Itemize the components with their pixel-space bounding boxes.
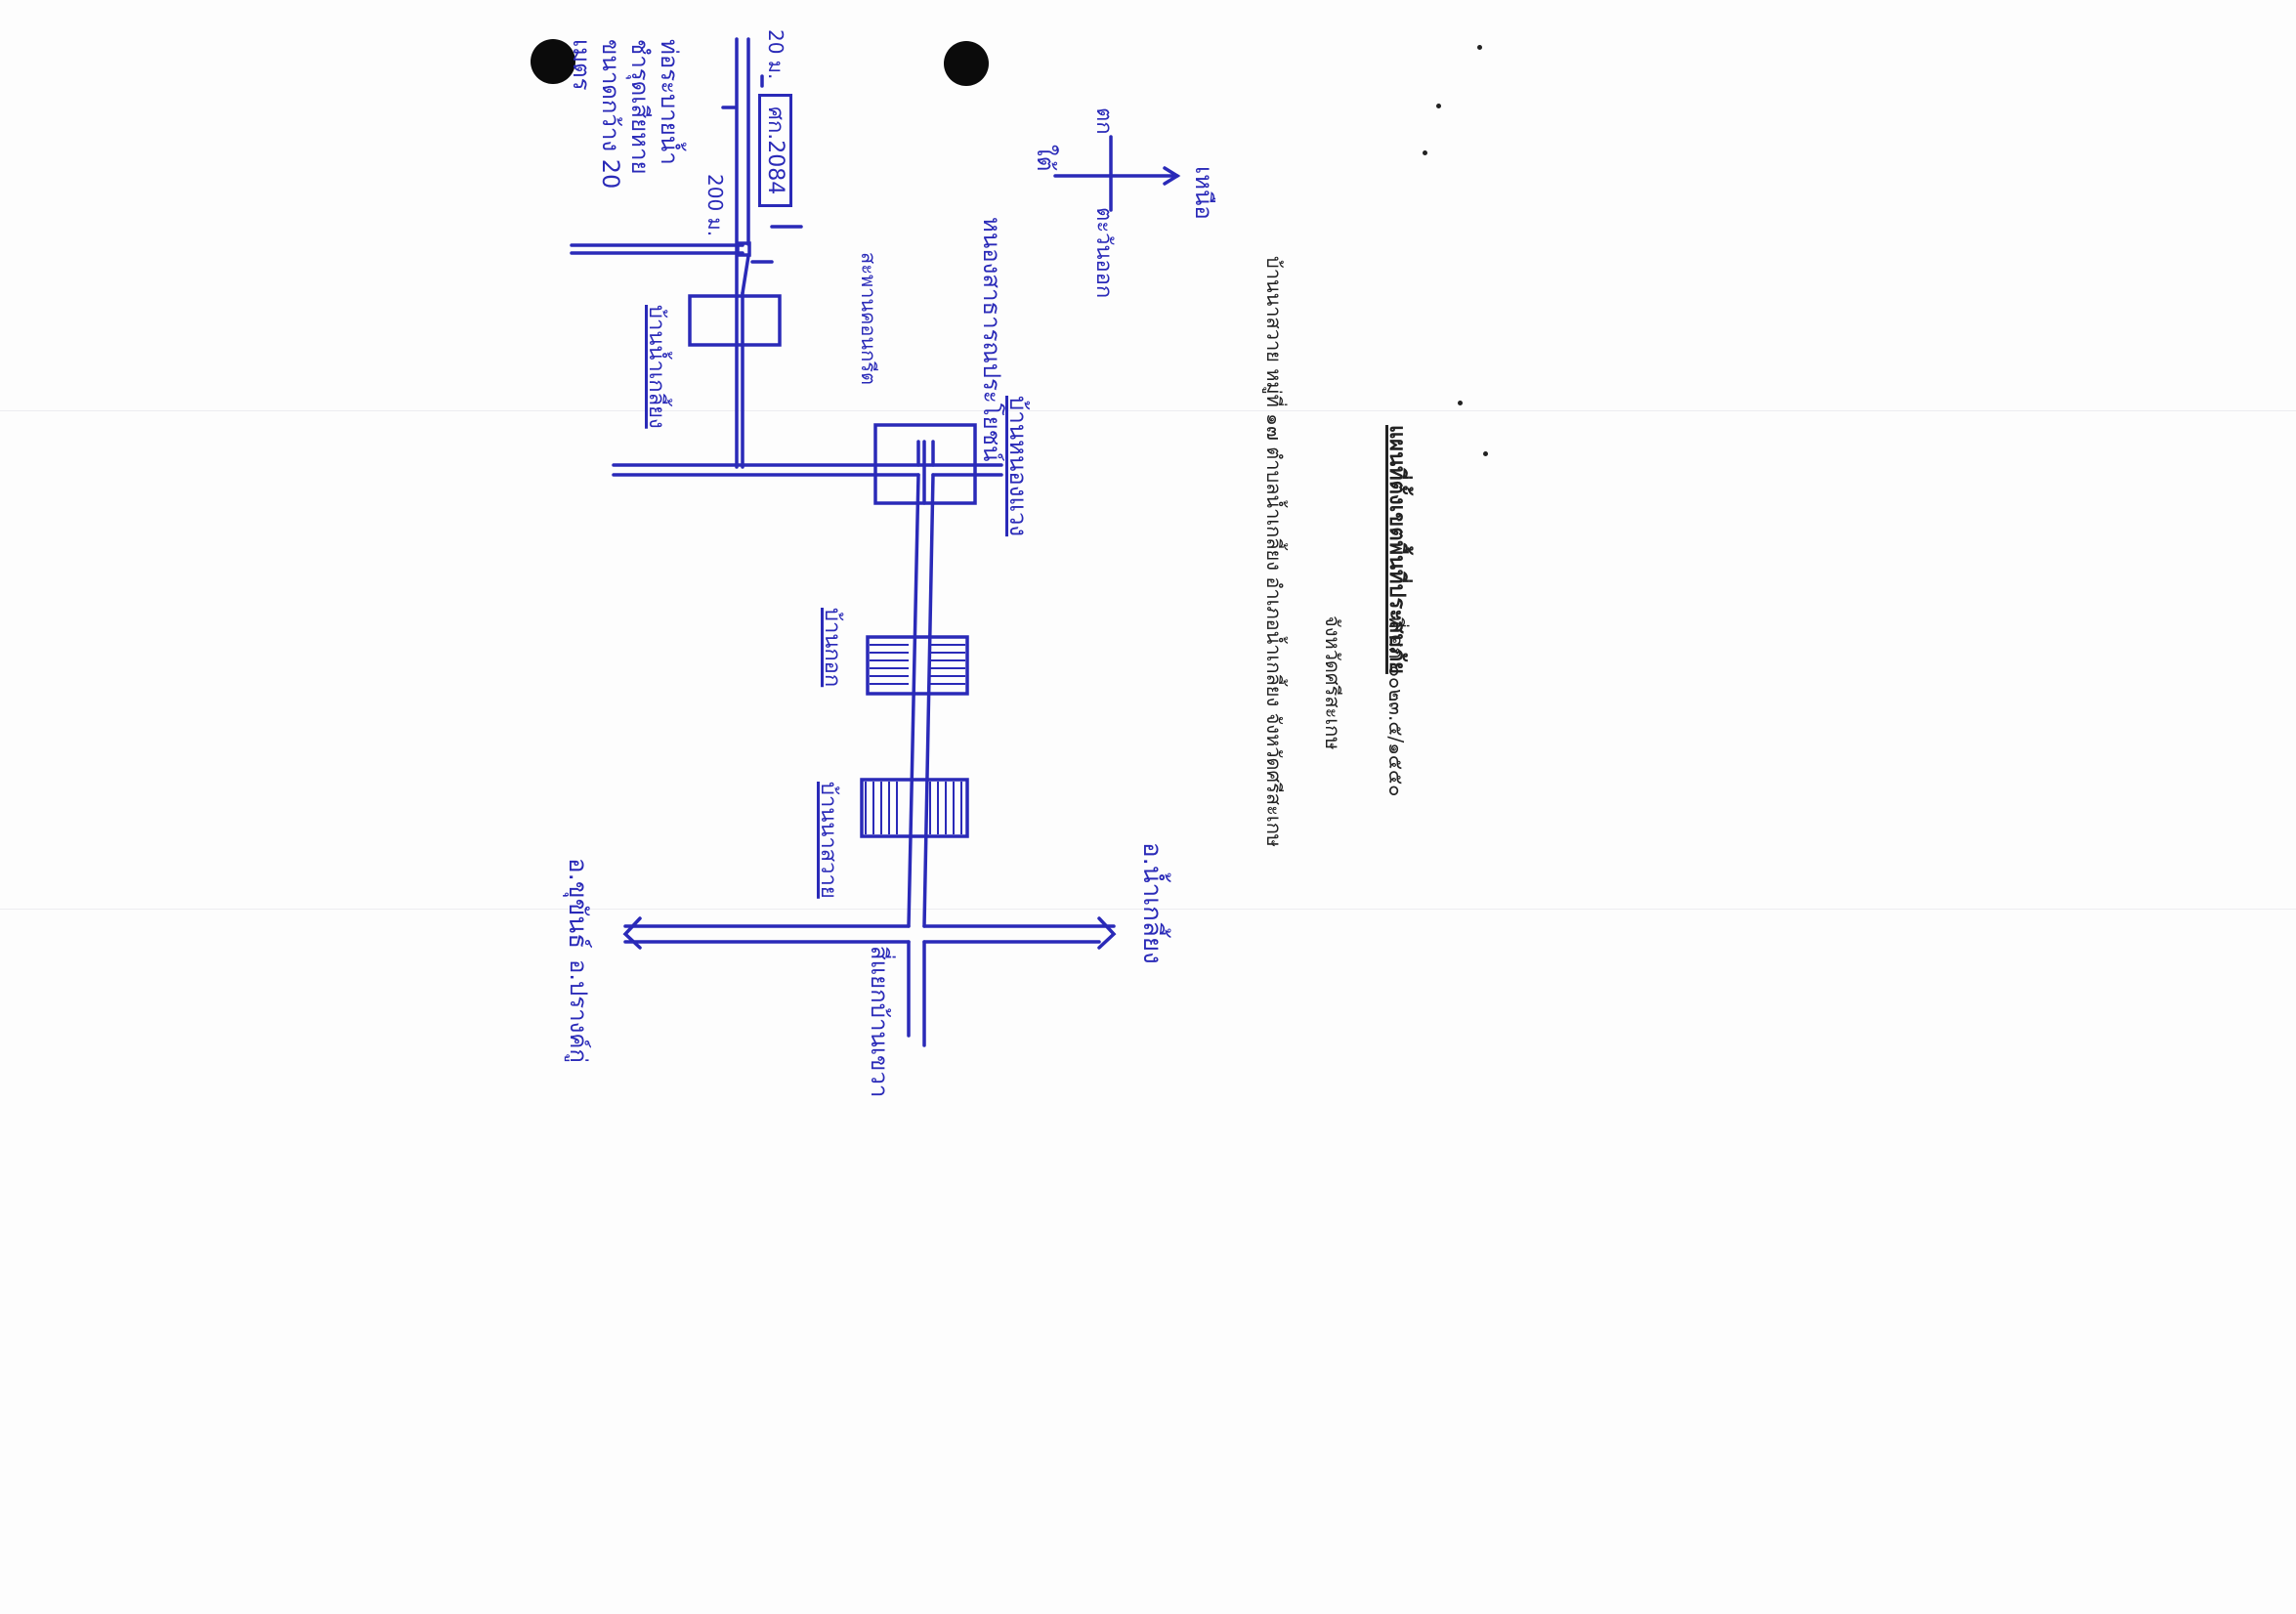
compass-south: ใต้ — [1032, 145, 1059, 172]
junction-bottom-label: สี่แยกบ้านเขวา — [866, 946, 893, 1098]
arrow-head — [622, 916, 642, 950]
village-block — [866, 635, 969, 696]
road-edge — [907, 473, 920, 928]
compass-north: เหนือ — [1190, 166, 1217, 220]
speck — [1458, 401, 1463, 405]
province-label: จังหวัดศรีสะเกษ — [1321, 616, 1344, 750]
compass-west: ตก — [1091, 107, 1116, 135]
fold-line — [0, 909, 2296, 910]
district-left-label: อ.ขุขันธ์ — [563, 858, 592, 950]
district-bottom-left-label: อ.ปรางค์กู่ — [565, 959, 592, 1063]
road-edge — [922, 473, 935, 928]
drain-damage-note: ท่อระบายน้ำ ชำรุดเสียหาย ขนาดกว้าง 20 เม… — [568, 39, 683, 190]
village-block — [860, 778, 969, 838]
distance-20m-label: 20 ม. — [764, 29, 787, 80]
speck — [1483, 451, 1488, 456]
road-sign: ศก.2084 — [758, 94, 793, 208]
village-center-label: บ้านหนองแวง — [1004, 396, 1032, 537]
speck — [1477, 45, 1482, 50]
village-b-label: บ้านกอก — [820, 608, 844, 688]
district-right-label: อ.น้ำเกลี้ยง — [1137, 842, 1167, 964]
speck — [1436, 104, 1441, 108]
bridge-label: สะพานคอนกรีต — [857, 252, 880, 385]
bridge-mark — [736, 241, 751, 257]
punch-hole — [531, 39, 575, 84]
distance-label: 200 ม. — [703, 174, 727, 237]
punch-hole — [944, 41, 989, 86]
fold-line — [0, 410, 2296, 411]
village-a-label: บ้านน้ำเกลี้ยง — [644, 305, 668, 429]
village-block — [688, 294, 782, 347]
compass-east: ตะวันออก — [1091, 207, 1116, 299]
speck — [1423, 150, 1427, 155]
compass-arrow — [1163, 166, 1181, 186]
arrow-head — [1097, 916, 1117, 950]
area-description: บ้านนาสวาย หมู่ที่ ๑๗ ตำบลน้ำเกลี้ยง อำเ… — [1262, 256, 1286, 847]
village-c-label: บ้านนาสวาย — [816, 782, 840, 899]
reference-number: ที่ ศก ๐๐๒๓.๕/๑๕๕๐ — [1384, 616, 1408, 797]
road-edge — [741, 254, 750, 295]
